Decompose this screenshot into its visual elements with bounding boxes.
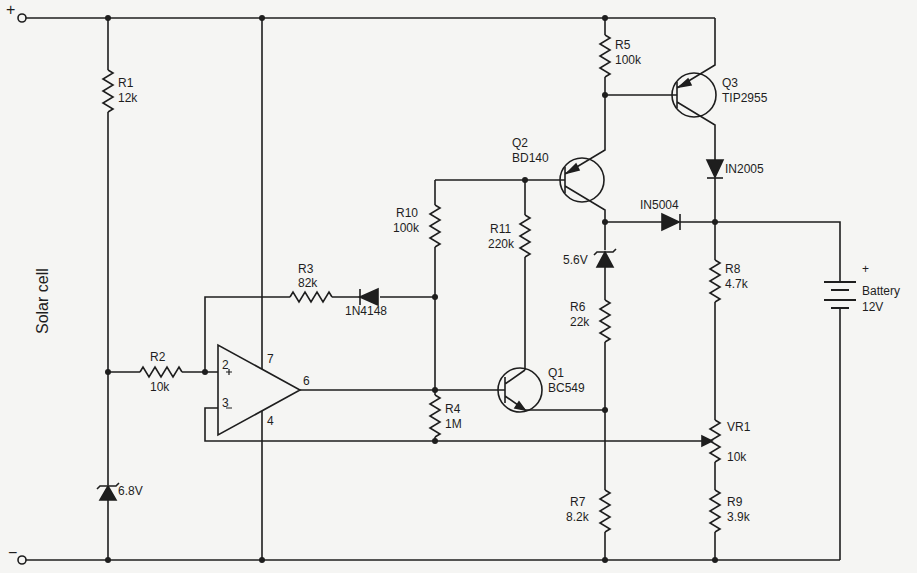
transistor-leads [565, 95, 605, 250]
component-label: R5 [615, 38, 630, 52]
emitter-arrow [679, 79, 691, 87]
wire [300, 180, 505, 441]
resistor-symbol [520, 215, 530, 257]
terminal [18, 14, 26, 22]
component-label: R4 [445, 402, 460, 416]
potentiometer-symbol [710, 420, 720, 462]
component-label: 82k [298, 276, 317, 290]
emitter-arrow [515, 402, 525, 410]
component-label: TIP2955 [722, 91, 767, 105]
component-label: R1 [118, 76, 133, 90]
zener-symbol [597, 252, 613, 267]
terminal [18, 556, 26, 564]
diode-bar [359, 289, 361, 305]
component-label: R11 [490, 222, 511, 236]
component-label: BC549 [548, 381, 585, 395]
component-label: − [8, 544, 17, 562]
opamp-symbol [218, 345, 300, 435]
wire [435, 180, 565, 370]
resistor-symbol [430, 395, 440, 437]
component-label: R6 [570, 300, 585, 314]
component-label: Battery [862, 284, 900, 298]
resistor-symbol [140, 367, 182, 377]
component-label: R7 [570, 495, 585, 509]
component-label: IN5004 [640, 198, 679, 212]
component-label: + [862, 262, 869, 276]
component-label: 220k [488, 237, 514, 251]
component-label: R2 [150, 350, 165, 364]
component-label: Q2 [512, 136, 528, 150]
zener-bar [97, 483, 119, 489]
diode-symbol [360, 289, 378, 305]
component-label: R9 [727, 495, 742, 509]
component-label: 6 [303, 374, 310, 388]
component-label: 6.8V [118, 484, 143, 498]
component-label: 10k [727, 450, 746, 464]
battery-symbol [824, 282, 856, 308]
component-label: 8.2k [566, 510, 589, 524]
junction-dots [105, 15, 718, 563]
resistor-symbol [710, 490, 720, 532]
component-label: Q3 [722, 76, 738, 90]
component-label: 12k [118, 91, 137, 105]
component-label: Q1 [548, 366, 564, 380]
resistor-symbol [430, 205, 440, 247]
component-label: R10 [396, 206, 418, 220]
diode-bar [679, 214, 681, 230]
component-label: 1M [445, 417, 462, 431]
wire [605, 222, 840, 560]
component-label: 3.9k [727, 510, 750, 524]
transistor-leads [677, 18, 715, 260]
component-label: Solar cell [34, 268, 52, 334]
wire [261, 18, 263, 560]
resistor-symbol [290, 292, 332, 302]
component-label: VR1 [727, 420, 750, 434]
wire [605, 18, 677, 95]
component-label: R3 [298, 262, 313, 276]
diode-symbol [662, 214, 679, 230]
component-label: 1N4148 [345, 304, 387, 318]
resistor-symbol [600, 490, 610, 532]
resistor-symbol [600, 300, 610, 342]
resistor-symbol [600, 35, 610, 77]
resistor-symbol [710, 260, 720, 302]
component-label: R8 [725, 262, 740, 276]
resistor-symbol [103, 70, 113, 112]
diode-bar [707, 177, 723, 179]
component-label: 22k [570, 315, 589, 329]
component-label: 10k [150, 380, 169, 394]
component-label: 5.6V [563, 253, 588, 267]
component-label: 4 [267, 414, 274, 428]
zener-symbol [100, 486, 116, 500]
component-label: 100k [393, 221, 419, 235]
diode-symbol [707, 160, 723, 177]
component-label: + [6, 1, 15, 19]
component-label: 100k [615, 53, 641, 67]
transistor-symbol [672, 73, 716, 117]
wire [594, 249, 616, 560]
component-label: 4.7k [725, 277, 748, 291]
wire [205, 297, 435, 372]
component-label: 2 [222, 358, 229, 372]
emitter-arrow [567, 164, 579, 173]
component-label: BD140 [512, 151, 549, 165]
component-label: IN2005 [725, 162, 764, 176]
component-label: 7 [267, 352, 274, 366]
component-label: 12V [862, 300, 883, 314]
top-rail [22, 17, 715, 19]
component-label: 3 [222, 396, 229, 410]
